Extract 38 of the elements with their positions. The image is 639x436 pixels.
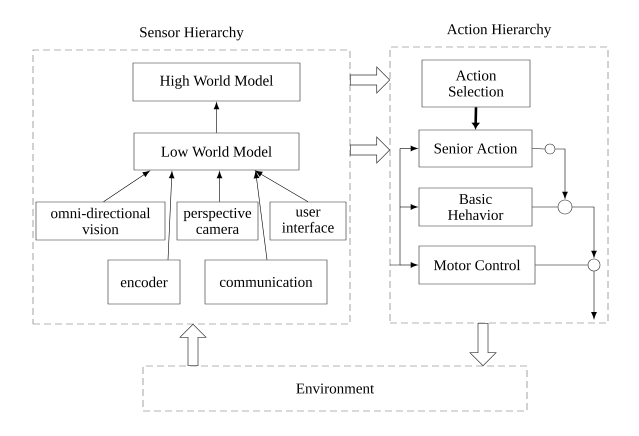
junction-circle — [588, 258, 600, 272]
connector-line — [532, 148, 545, 150]
connector-line — [535, 264, 588, 266]
arrow — [103, 170, 150, 202]
node-label: Action Hierarchy — [446, 24, 552, 38]
arrow — [400, 204, 418, 210]
connector-line — [532, 206, 558, 208]
junction-circle — [558, 200, 572, 214]
process-box: Basic Hehavior — [418, 188, 532, 226]
process-box: perspective camera — [176, 202, 258, 240]
arrow — [400, 262, 418, 268]
arrow — [572, 206, 597, 258]
block-arrow — [350, 66, 390, 94]
process-box: Motor Control — [418, 246, 536, 284]
process-box: communication — [204, 260, 328, 304]
block-arrow — [350, 136, 390, 164]
dashed-box: Environment — [142, 366, 528, 412]
arrow — [591, 271, 597, 320]
process-box: Low World Model — [134, 132, 300, 170]
arrow — [555, 148, 568, 199]
arrow — [254, 171, 268, 260]
arrow — [472, 107, 480, 129]
arrow — [168, 171, 174, 260]
process-box: Action Selection — [422, 60, 530, 108]
process-box: user interface — [270, 202, 346, 240]
process-box: encoder — [108, 260, 180, 304]
node-label: Sensor Hierarchy — [140, 26, 244, 40]
process-box: High World Model — [132, 62, 300, 102]
connector-line — [390, 148, 400, 266]
block-arrow — [179, 324, 207, 366]
arrow — [255, 170, 308, 202]
process-box: omni-directional vision — [36, 202, 166, 240]
junction-circle — [544, 144, 556, 154]
arrow — [400, 146, 418, 152]
arrow — [214, 102, 220, 133]
arrow — [216, 171, 222, 202]
process-box: Senior Action — [418, 130, 532, 168]
block-arrow — [469, 322, 497, 366]
